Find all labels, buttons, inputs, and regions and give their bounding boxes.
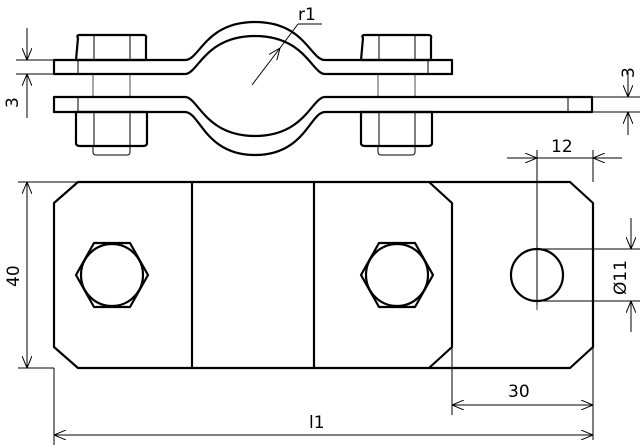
- right-bolt: [359, 33, 434, 156]
- dim-label: 12: [551, 137, 573, 157]
- dim-width: 40: [4, 181, 78, 369]
- dim-label: l1: [309, 413, 325, 433]
- dim-strap-thickness-right: 3: [592, 67, 640, 135]
- left-bolt-head: [74, 241, 150, 309]
- dim-label: 30: [508, 382, 530, 402]
- dim-label: 3: [3, 97, 23, 108]
- dim-end-length: 30: [451, 347, 594, 440]
- side-view: 3 3 r1 12: [3, 5, 640, 305]
- dim-bend-radius: r1: [251, 5, 322, 86]
- upper-strap: [52, 20, 454, 76]
- dim-hole-offset: 12: [507, 137, 622, 305]
- right-bolt-head: [359, 241, 435, 309]
- plate-outline: [52, 180, 595, 370]
- dim-strap-thickness-left: 3: [3, 28, 54, 118]
- dim-label: Ø11: [611, 260, 631, 295]
- dim-total-length: l1: [53, 368, 593, 445]
- dim-label: 3: [619, 67, 639, 78]
- dim-label: 40: [4, 265, 24, 287]
- dim-label: r1: [298, 5, 316, 25]
- plan-view: 40 Ø11 30 l1: [4, 180, 640, 445]
- strap-end-marks: [77, 60, 569, 112]
- left-bolt: [74, 33, 149, 156]
- dim-hole-diameter: Ø11: [537, 218, 640, 332]
